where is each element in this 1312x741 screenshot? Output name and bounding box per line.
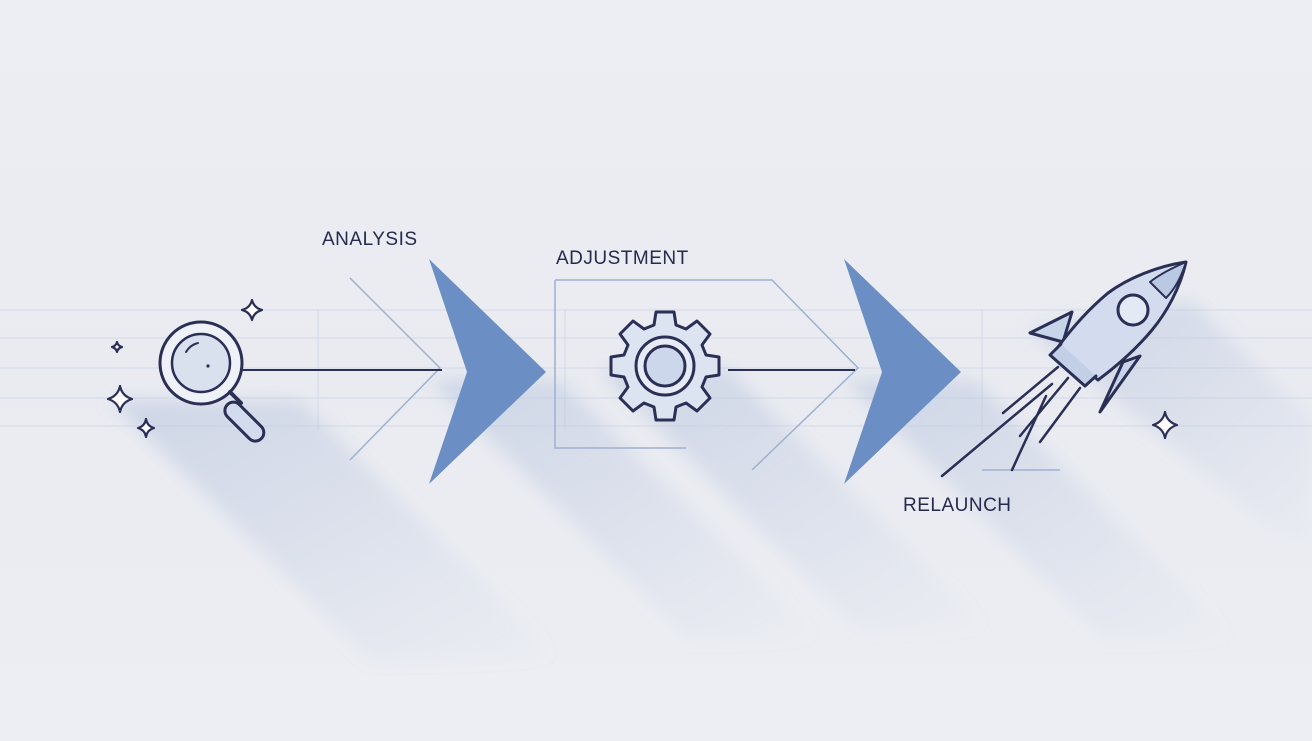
step-label-adjustment: ADJUSTMENT — [556, 248, 689, 269]
chevron-arrow-2 — [844, 259, 961, 484]
magnifying-glass-icon — [158, 320, 266, 443]
sparkle-icon — [106, 298, 1179, 440]
gear-icon — [609, 310, 721, 422]
step-label-analysis: ANALYSIS — [322, 229, 418, 250]
rocket-icon — [940, 260, 1188, 478]
connector-guides — [349, 277, 1060, 471]
step-label-relaunch: RELAUNCH — [903, 495, 1012, 516]
chevron-arrow-1 — [429, 259, 546, 484]
diagonal-shadows — [110, 300, 1312, 660]
